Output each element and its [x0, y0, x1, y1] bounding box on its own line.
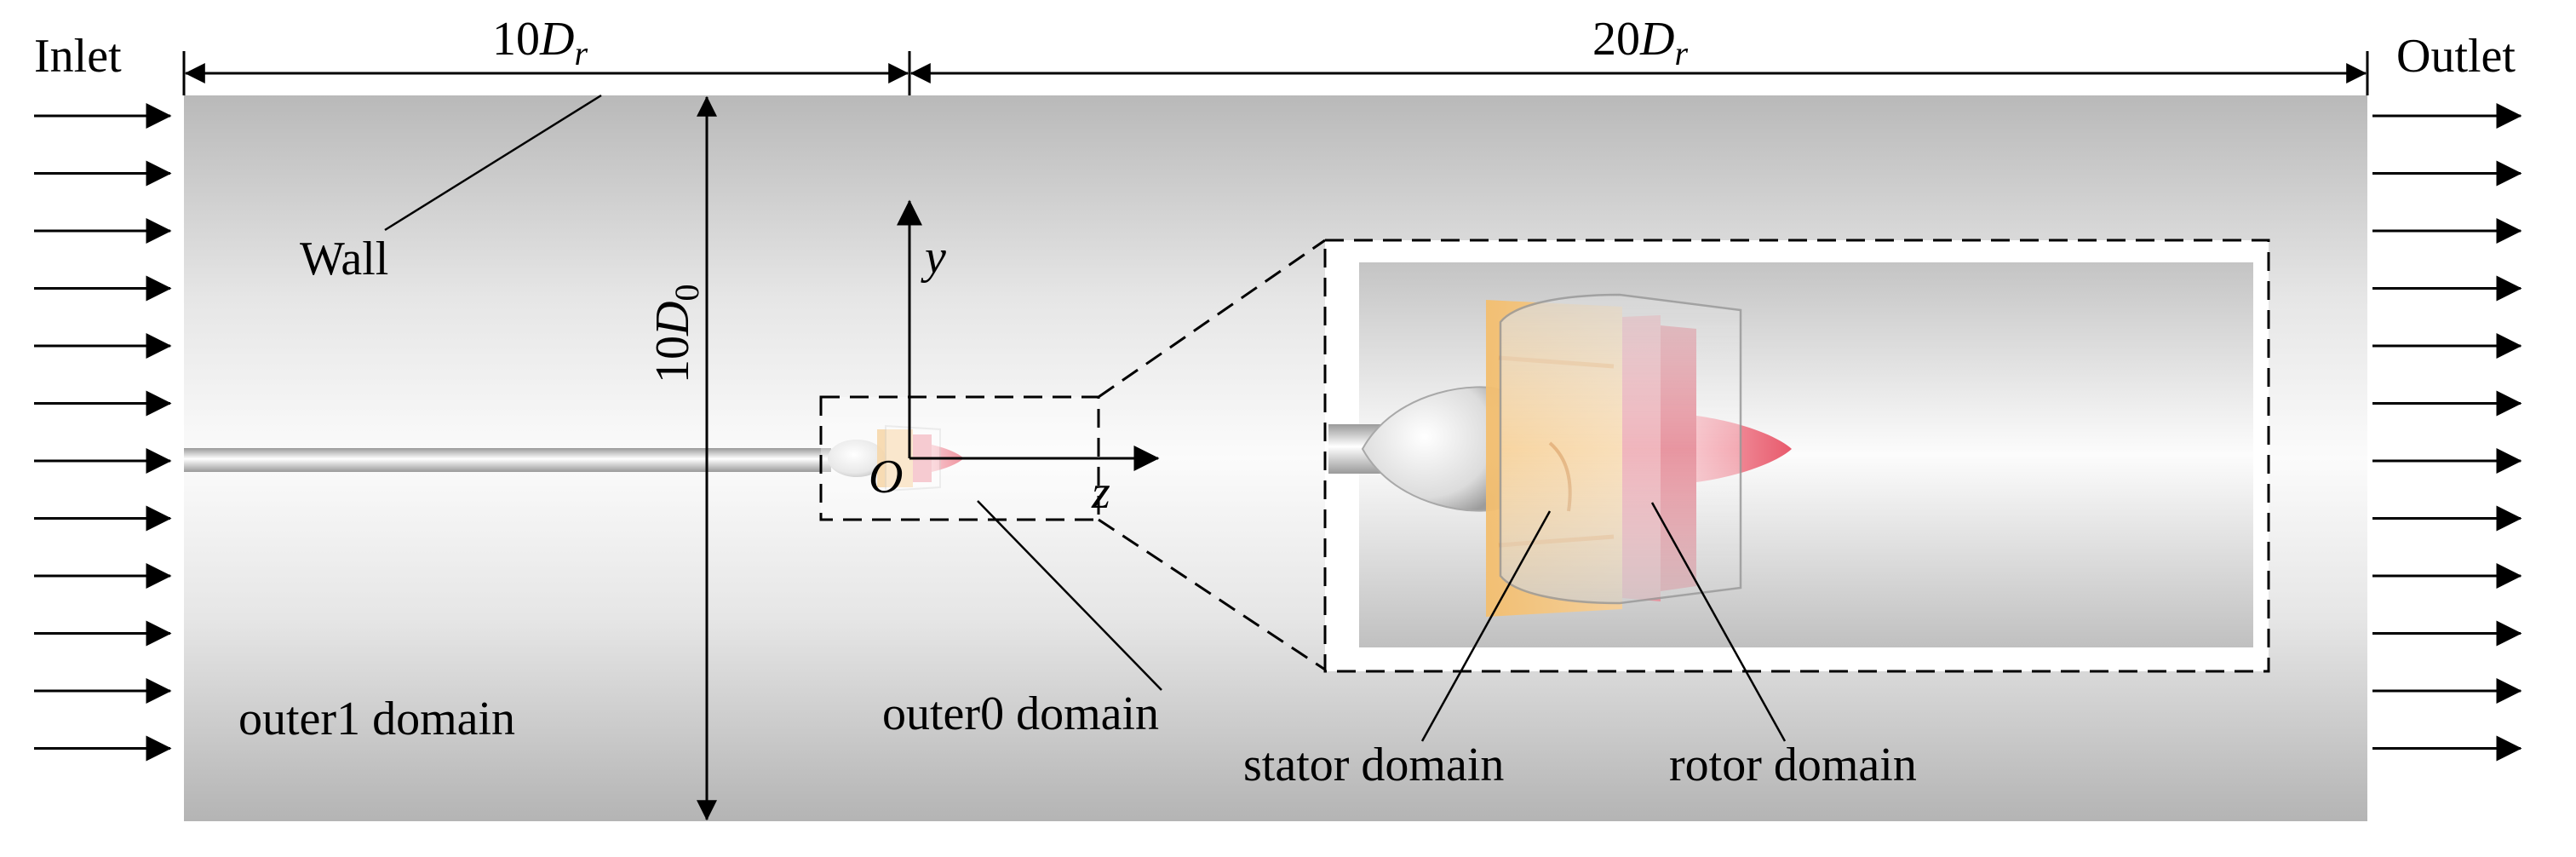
propulsor-detail: [1328, 293, 1792, 617]
z-axis-label: z: [1091, 466, 1110, 519]
outer0-leader: [977, 500, 1162, 691]
inlet-arrows: [34, 103, 172, 762]
inlet-label: Inlet: [34, 30, 122, 83]
outlet-arrows: [2372, 103, 2522, 762]
y-axis-label: y: [921, 231, 946, 284]
outer0-domain-label: outer0 domain: [882, 687, 1159, 740]
small-stator: [877, 429, 913, 487]
stator-domain-label: stator domain: [1243, 739, 1504, 791]
outer1-domain-label: outer1 domain: [238, 693, 515, 745]
stator-leader: [1420, 510, 1552, 742]
upstream-length-label: 10Dr: [492, 13, 588, 72]
outlet-label: Outlet: [2396, 30, 2516, 83]
support-shaft: [184, 448, 831, 472]
wall-leader: [384, 94, 602, 232]
rotor-leader: [1650, 502, 1787, 742]
rotor-domain-label: rotor domain: [1669, 739, 1917, 791]
duct-shroud: [1499, 293, 1742, 605]
small-hub: [828, 440, 886, 477]
zoom-connector-bottom: [1098, 518, 1326, 671]
wall-label: Wall: [300, 233, 388, 285]
height-label: 10D0: [646, 285, 706, 383]
downstream-length-label: 20Dr: [1592, 13, 1688, 72]
origin-label: O: [869, 451, 903, 503]
zoom-connector-top: [1098, 239, 1326, 399]
